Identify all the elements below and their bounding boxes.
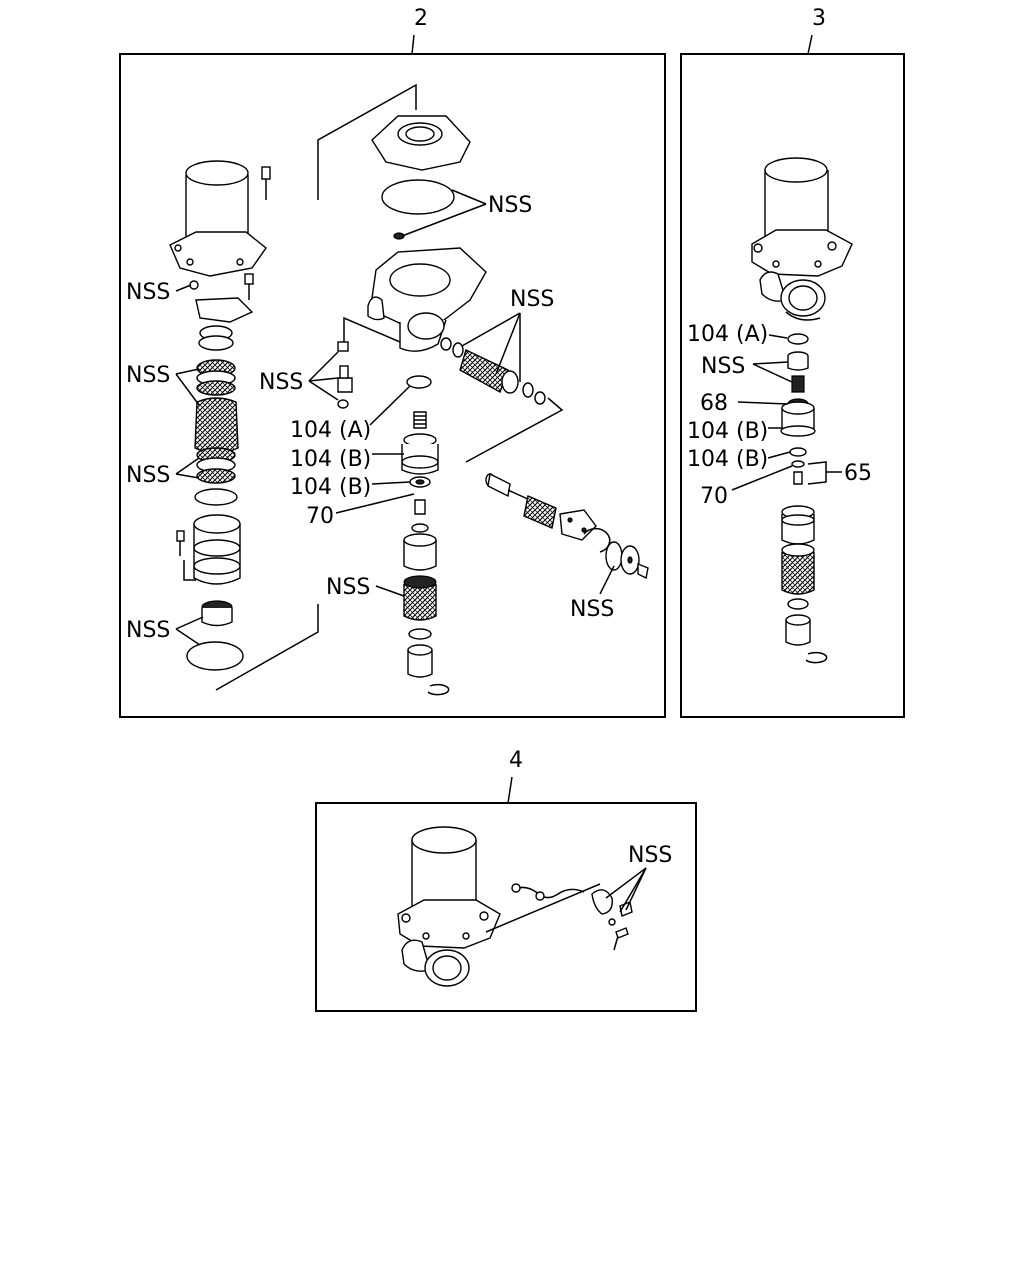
o-ring-mid	[194, 488, 238, 506]
filter-screen	[403, 584, 437, 621]
leader-65	[807, 461, 827, 485]
part-104a	[406, 375, 432, 389]
purge-valve-assembly: NSS	[465, 397, 649, 622]
label-104b-p3-1: 104 (B)	[687, 419, 768, 444]
left-stack-assembly: NSS NSS NSS NSS	[126, 160, 271, 671]
purge-spring	[523, 495, 557, 529]
valve-sleeve	[403, 540, 437, 571]
o-ring-top	[381, 179, 455, 215]
purge-nut	[637, 562, 649, 580]
label-104b-p2-2: 104 (B)	[290, 475, 371, 500]
air-dryer-assembly-p3	[751, 157, 853, 321]
screen-p3	[781, 552, 815, 595]
panel-2-number-leader	[411, 34, 415, 55]
part-104b-p3-2	[789, 447, 807, 457]
panel-2: 2	[119, 6, 666, 718]
label-104b-p2-1: 104 (B)	[290, 447, 371, 472]
dryer-flange-p3	[751, 229, 853, 277]
panel-2-frame	[119, 53, 666, 718]
panel-3-number-leader	[807, 34, 813, 55]
label-nss-left-3: NSS	[126, 463, 170, 488]
label-65: 65	[844, 461, 872, 486]
part-70-p3	[791, 460, 805, 468]
panel-2-number: 2	[414, 6, 428, 31]
check-valve-cap	[337, 341, 349, 352]
cartridge-flange	[169, 231, 267, 277]
label-nss-p4: NSS	[628, 843, 672, 868]
air-dryer-assembly-p4	[397, 826, 501, 987]
label-nss-p3: NSS	[701, 354, 745, 379]
small-valve	[189, 280, 199, 290]
spring-p3	[791, 375, 805, 393]
label-68: 68	[700, 391, 728, 416]
o-ring-p3	[787, 598, 809, 610]
label-70-p3: 70	[700, 484, 728, 509]
leader-purge	[465, 397, 564, 463]
label-nss-left-1: NSS	[126, 280, 170, 305]
purge-washer	[605, 541, 623, 571]
label-nss-screen: NSS	[326, 575, 370, 600]
panel-4-frame	[315, 802, 697, 1012]
part-104a-p3	[787, 333, 809, 345]
purge-plate	[559, 509, 597, 541]
heater-wire	[485, 883, 601, 933]
label-nss-purge: NSS	[570, 597, 614, 622]
part-104b-p3-1	[780, 425, 816, 437]
panel-3-frame	[680, 53, 905, 718]
heater-bracket	[591, 889, 613, 915]
label-nss-check: NSS	[259, 370, 303, 395]
wire-harness	[513, 886, 585, 899]
label-104b-p3-2: 104 (B)	[687, 447, 768, 472]
cap-p3	[785, 620, 811, 646]
bolt-right	[244, 273, 254, 285]
label-nss-oring: NSS	[488, 193, 532, 218]
panel-4-number: 4	[509, 748, 523, 773]
bolt-top	[261, 166, 271, 180]
label-70-p2: 70	[306, 504, 334, 529]
small-valve-lower	[414, 499, 426, 515]
label-104a-p2: 104 (A)	[290, 418, 371, 443]
label-nss-left-4: NSS	[126, 618, 170, 643]
purge-snap-ring	[583, 527, 611, 553]
desiccant-bag	[194, 397, 239, 454]
label-nss-spool: NSS	[510, 287, 554, 312]
o-ring-large	[186, 641, 244, 671]
snap-ring-p3	[805, 651, 828, 664]
panel-4-number-leader	[507, 776, 513, 804]
center-assembly: NSS NSS NSS 104 (A)	[259, 115, 554, 696]
label-104a-p3: 104 (A)	[687, 322, 768, 347]
spool-seal	[440, 337, 452, 351]
panel-3: 3 104 (A) NSS 68 104 (B)	[680, 6, 905, 718]
leader-body	[343, 316, 401, 346]
panel-3-number: 3	[812, 6, 826, 31]
o-ring-lower	[408, 628, 432, 640]
spool-sleeve	[459, 349, 509, 394]
exhaust-cap	[407, 650, 433, 678]
part-65	[793, 471, 803, 485]
leader-bottom	[215, 604, 319, 691]
plate	[195, 297, 254, 323]
label-nss-left-2: NSS	[126, 363, 170, 388]
snap-ring	[427, 683, 450, 696]
panel-4: 4 NSS	[315, 748, 697, 1012]
bolt-left	[176, 530, 185, 542]
leader-cover	[317, 83, 417, 200]
